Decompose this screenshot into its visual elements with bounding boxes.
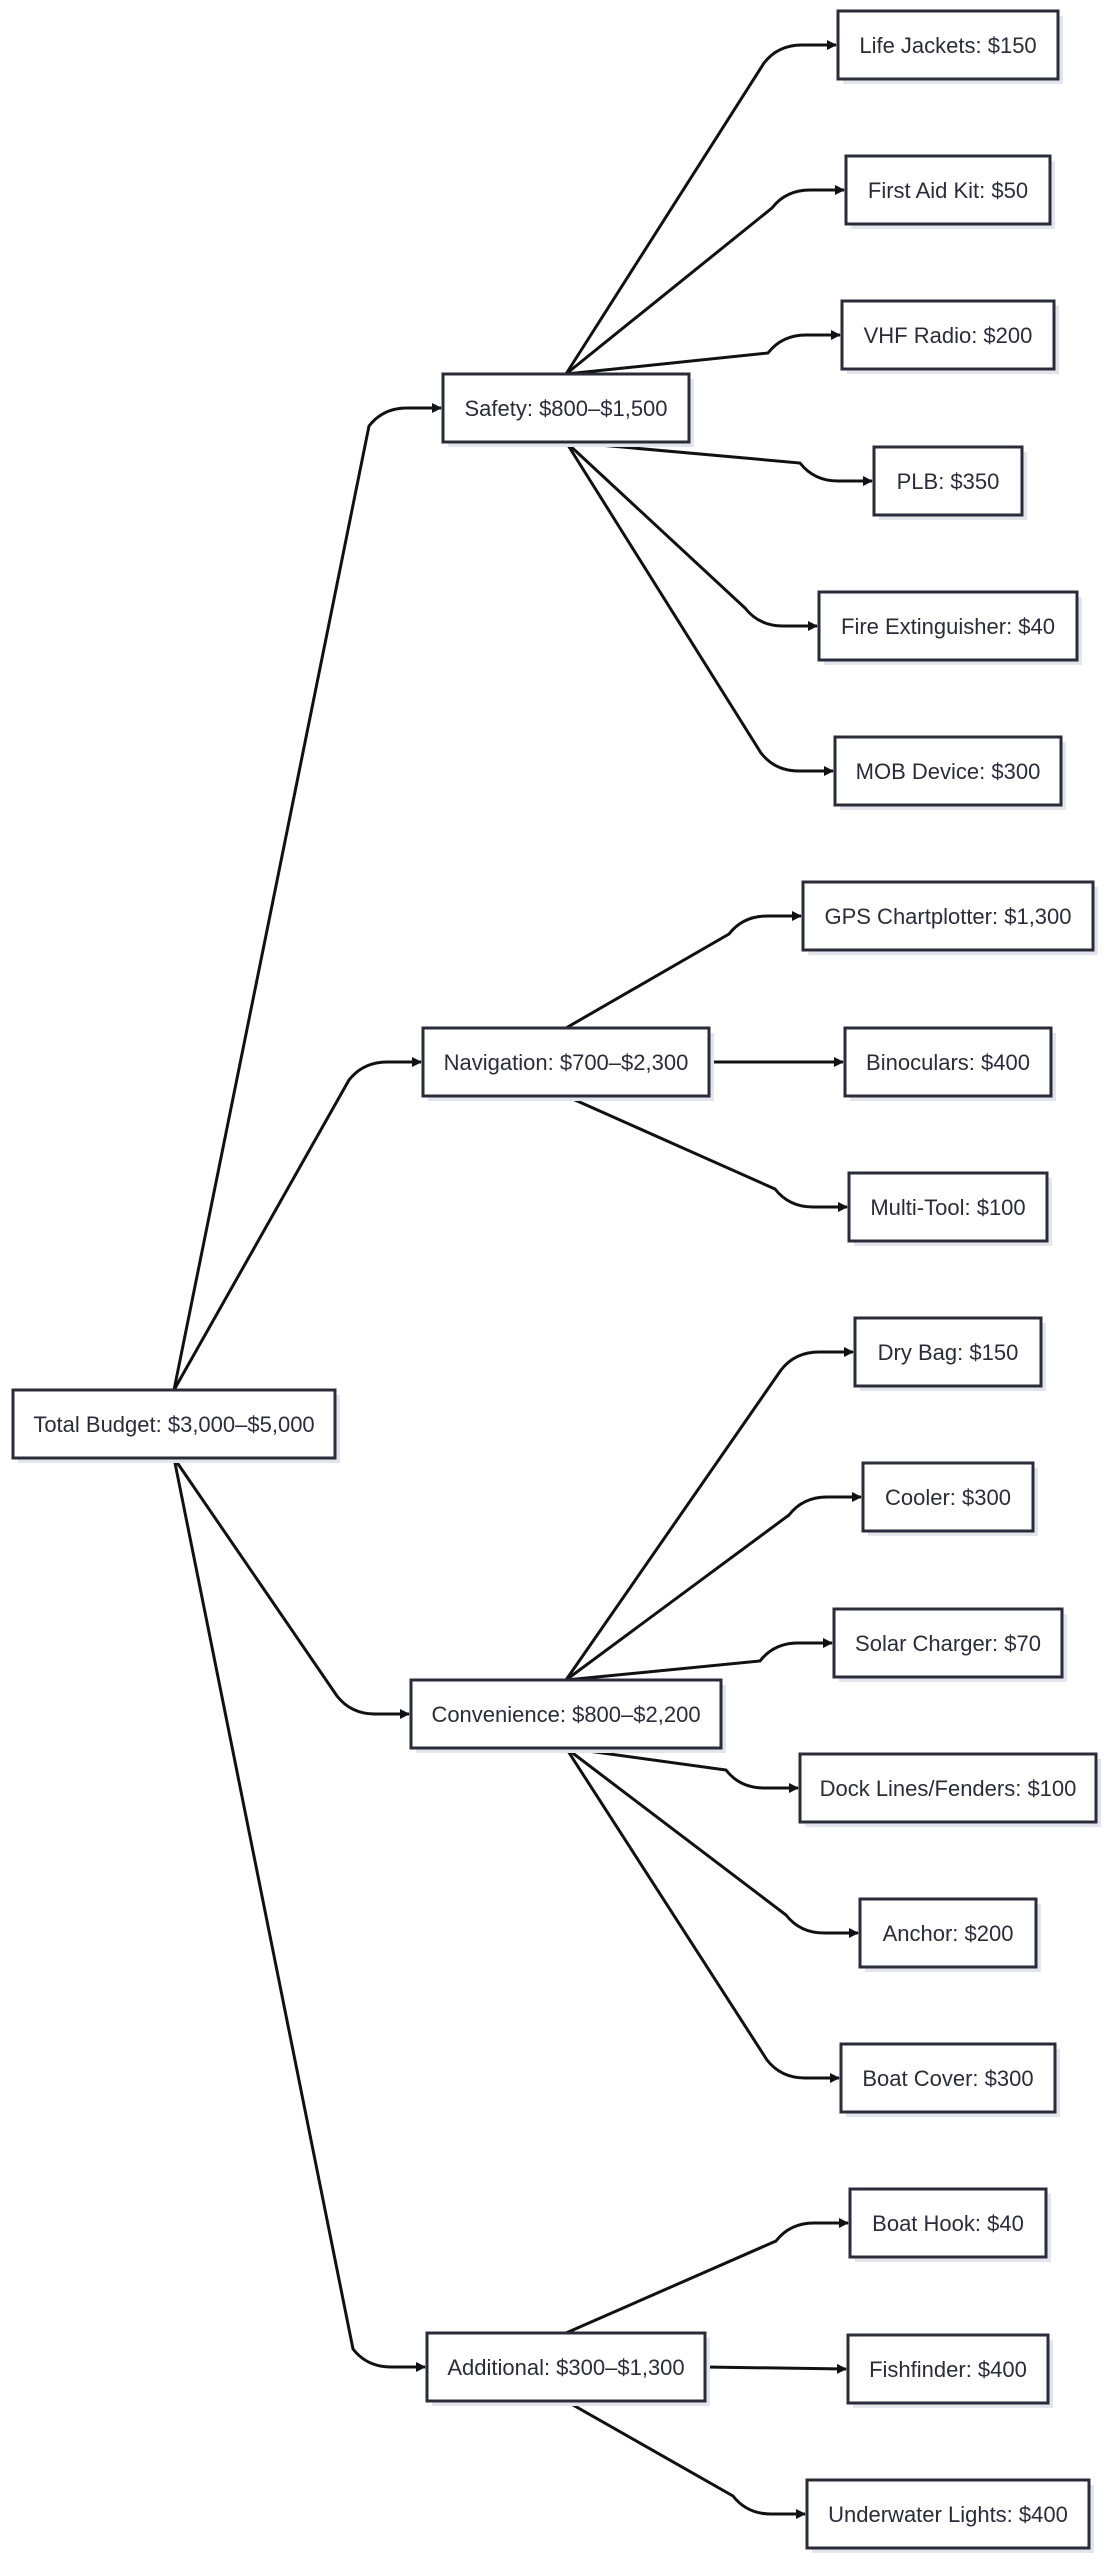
item-node-box [843,1026,1053,1098]
item-node-label: Anchor: $200 [883,1921,1014,1946]
node-gps-chartplotter: GPS Chartplotter: $1,300 [801,880,1098,955]
edge-safety-to-life-jackets [564,40,837,375]
item-node-box [798,1752,1098,1824]
edge-navigation-to-multi-tool [565,1094,848,1212]
node-anchor: Anchor: $200 [858,1897,1041,1972]
item-node-label: Underwater Lights: $400 [828,2502,1068,2527]
category-node-box [441,372,691,444]
node-plb: PLB: $350 [872,445,1027,520]
node-cooler: Cooler: $300 [861,1461,1038,1536]
item-node-box [853,1316,1043,1388]
item-node-box [805,2478,1091,2550]
edge-safety-to-plb [565,440,873,486]
item-node-label: Boat Cover: $300 [862,2066,1033,2091]
edge-convenience-to-cooler [565,1492,862,1682]
node-boat-hook: Boat Hook: $40 [848,2187,1051,2262]
category-node-box [409,1678,723,1750]
item-node-box [847,1171,1049,1243]
item-node-box [872,445,1024,517]
edge-convenience-to-dock-lines-fenders [565,1746,799,1793]
edge-convenience-to-dry-bag [564,1347,854,1681]
category-node-label: Convenience: $800–$2,200 [431,1702,700,1727]
item-node-label: Life Jackets: $150 [859,33,1036,58]
node-root: Total Budget: $3,000–$5,000 [11,1388,340,1463]
item-node-box [840,299,1056,371]
node-dock-lines-fenders: Dock Lines/Fenders: $100 [798,1752,1101,1827]
item-node-label: Fishfinder: $400 [869,2357,1027,2382]
edge-root-to-safety [172,403,442,1391]
item-node-label: First Aid Kit: $50 [868,178,1028,203]
item-node-label: Dry Bag: $150 [878,1340,1019,1365]
node-fire-extinguisher: Fire Extinguisher: $40 [817,590,1082,665]
item-node-label: GPS Chartplotter: $1,300 [824,904,1071,929]
edge-safety-to-mob-device [564,441,834,776]
node-underwater-lights: Underwater Lights: $400 [805,2478,1094,2553]
item-node-label: Dock Lines/Fenders: $100 [820,1776,1077,1801]
edge-safety-to-first-aid-kit [565,185,845,376]
node-solar-charger: Solar Charger: $70 [832,1607,1067,1682]
edge-root-to-navigation [172,1057,422,1391]
category-node-label: Navigation: $700–$2,300 [444,1050,689,1075]
item-node-box [844,154,1052,226]
item-node-box [832,1607,1064,1679]
root-node-box [11,1388,337,1460]
category-node-label: Additional: $300–$1,300 [447,2355,684,2380]
edge-additional-to-fishfinder [704,2363,847,2374]
edge-navigation-to-gps-chartplotter [565,911,802,1030]
item-node-label: VHF Radio: $200 [864,323,1033,348]
root-node-label: Total Budget: $3,000–$5,000 [33,1412,314,1437]
item-node-label: Solar Charger: $70 [855,1631,1041,1656]
edge-convenience-to-anchor [565,1746,859,1938]
node-dry-bag: Dry Bag: $150 [853,1316,1046,1391]
edge-convenience-to-solar-charger [565,1638,833,1682]
node-multi-tool: Multi-Tool: $100 [847,1171,1052,1246]
node-first-aid-kit: First Aid Kit: $50 [844,154,1055,229]
node-life-jackets: Life Jackets: $150 [836,9,1063,84]
node-safety: Safety: $800–$1,500 [441,372,694,447]
item-node-label: Multi-Tool: $100 [870,1195,1025,1220]
edge-additional-to-underwater-lights [565,2399,806,2519]
node-fishfinder: Fishfinder: $400 [846,2333,1053,2408]
item-node-box [848,2187,1048,2259]
node-binoculars: Binoculars: $400 [843,1026,1056,1101]
item-node-label: Cooler: $300 [885,1485,1011,1510]
item-node-box [836,9,1060,81]
item-node-box [858,1897,1038,1969]
node-boat-cover: Boat Cover: $300 [839,2042,1060,2117]
item-node-box [817,590,1079,662]
item-node-label: Binoculars: $400 [866,1050,1030,1075]
nodes-layer: Total Budget: $3,000–$5,000 Safety: $800–… [11,9,1101,2553]
category-node-box [421,1026,711,1098]
item-node-box [833,735,1063,807]
edge-root-to-additional [172,1457,426,2372]
item-node-label: Fire Extinguisher: $40 [841,614,1055,639]
node-navigation: Navigation: $700–$2,300 [421,1026,714,1101]
node-mob-device: MOB Device: $300 [833,735,1066,810]
edge-additional-to-boat-hook [565,2218,849,2335]
item-node-label: MOB Device: $300 [856,759,1041,784]
edge-safety-to-fire-extinguisher [564,440,818,631]
category-node-label: Safety: $800–$1,500 [464,396,667,421]
node-convenience: Convenience: $800–$2,200 [409,1678,726,1753]
item-node-box [861,1461,1035,1533]
node-additional: Additional: $300–$1,300 [425,2331,710,2406]
category-node-box [425,2331,707,2403]
node-vhf-radio: VHF Radio: $200 [840,299,1059,374]
item-node-box [839,2042,1057,2114]
item-node-label: Boat Hook: $40 [872,2211,1024,2236]
edge-safety-to-vhf-radio [565,330,841,376]
edge-convenience-to-boat-cover [564,1747,840,2083]
edges-layer [172,40,873,2519]
item-node-label: PLB: $350 [897,469,1000,494]
item-node-box [846,2333,1050,2405]
item-node-box [801,880,1095,952]
edge-root-to-convenience [172,1457,410,1719]
